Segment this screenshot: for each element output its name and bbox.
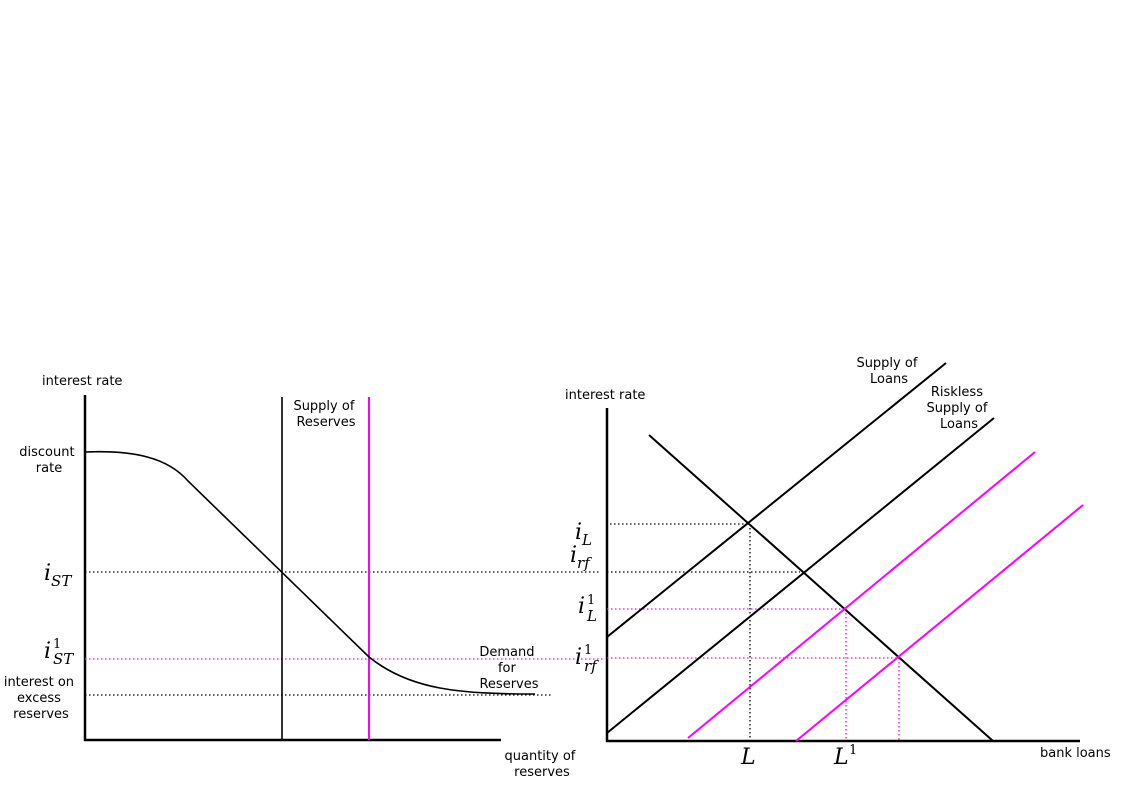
i-l-label: iL <box>575 520 592 549</box>
supply-loans-line <box>606 362 947 638</box>
ioer-label: interest on excess reserves <box>4 675 78 722</box>
l-label: L <box>740 745 756 770</box>
left-y-axis-label: interest rate <box>42 374 122 389</box>
svg-text:i: i <box>578 594 585 619</box>
svg-text:1: 1 <box>849 743 857 758</box>
riskless-supply-line <box>606 417 995 734</box>
right-panel: interest rate Supply of Loans Riskless S… <box>565 356 1111 770</box>
svg-text:1: 1 <box>587 593 595 608</box>
l1-label: L 1 <box>833 743 857 770</box>
supply-loans-label: Supply of Loans <box>856 356 921 387</box>
supply-reserves-label: Supply of Reserves <box>293 399 358 430</box>
svg-text:L: L <box>586 607 597 625</box>
svg-text:i: i <box>575 645 582 670</box>
supply-loans-shifted-line <box>687 451 1036 739</box>
i-rf1-label: i 1 rf <box>575 643 599 675</box>
svg-text:1: 1 <box>584 643 592 658</box>
svg-text:i: i <box>44 639 51 664</box>
i-l1-label: i 1 L <box>578 593 597 625</box>
left-x-axis-label: quantity of reserves <box>505 749 580 780</box>
svg-text:1: 1 <box>53 637 61 652</box>
right-x-axis-label: bank loans <box>1040 746 1111 761</box>
riskless-supply-label: Riskless Supply of Loans <box>926 385 991 432</box>
svg-text:ST: ST <box>53 650 74 668</box>
i-rf-label: irf <box>570 543 592 572</box>
i-st-label: iST <box>44 561 72 590</box>
demand-reserves-curve <box>84 450 536 695</box>
svg-text:rf: rf <box>584 657 599 675</box>
i-st1-label: i 1 ST <box>44 637 74 668</box>
left-panel: interest rate discount rate interest on … <box>4 374 605 780</box>
demand-reserves-label: Demand for Reserves <box>479 645 538 692</box>
riskless-supply-shifted-line <box>795 504 1084 742</box>
discount-rate-label: discount rate <box>19 445 78 476</box>
svg-text:L: L <box>833 745 849 770</box>
right-y-axis-label: interest rate <box>565 388 645 403</box>
loan-demand-line <box>648 434 994 742</box>
